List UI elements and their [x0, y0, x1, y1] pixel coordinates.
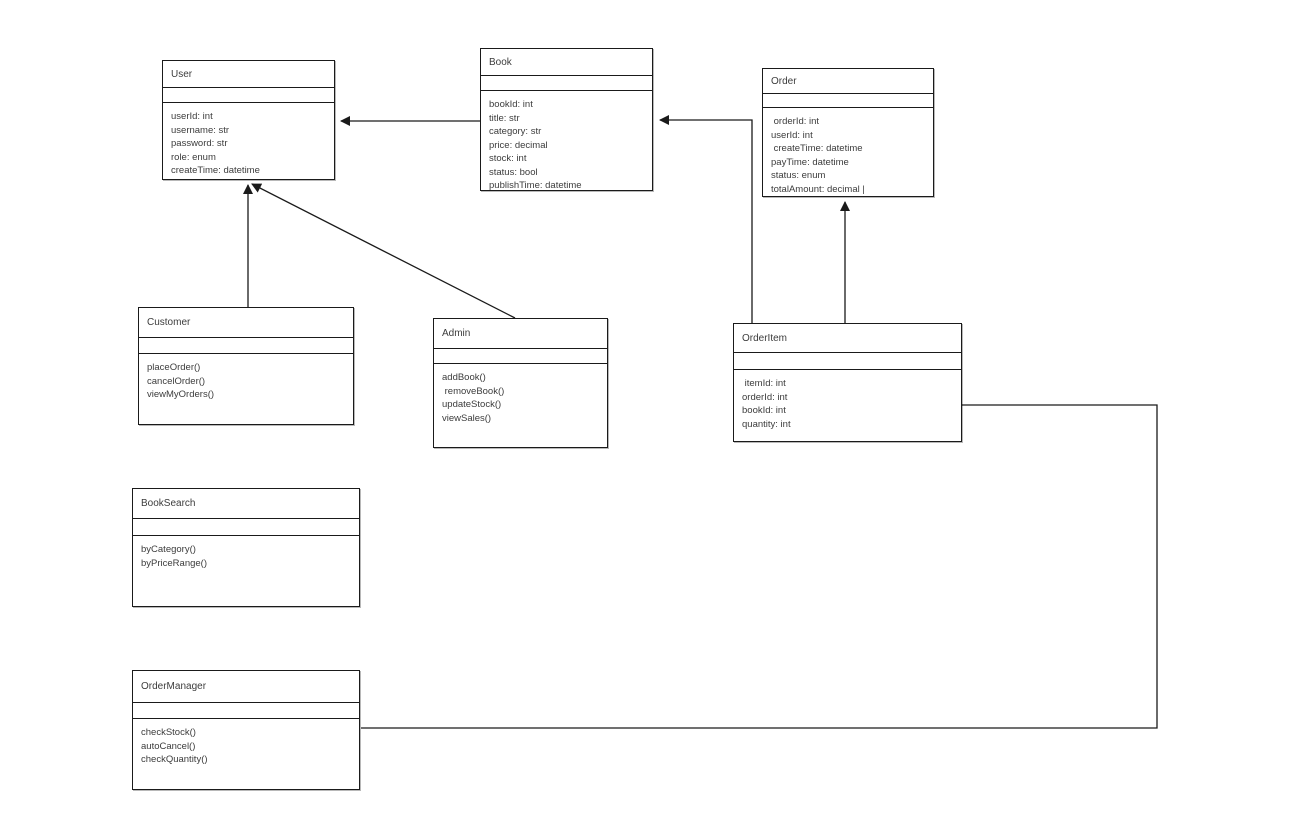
edge-orderitem-to-book[interactable]	[659, 115, 753, 323]
class-booksearch[interactable]: BookSearch byCategory() byPriceRange()	[132, 488, 360, 607]
class-orderitem-empty-compartment	[734, 353, 961, 370]
class-user[interactable]: User userId: int username: str password:…	[162, 60, 335, 180]
class-booksearch-empty-compartment	[133, 519, 359, 536]
class-book-name: Book	[481, 49, 652, 76]
class-book[interactable]: Book bookId: int title: str category: st…	[480, 48, 653, 191]
class-ordermanager-empty-compartment	[133, 703, 359, 719]
class-book-empty-compartment	[481, 76, 652, 91]
class-customer[interactable]: Customer placeOrder() cancelOrder() view…	[138, 307, 354, 425]
class-order-empty-compartment	[763, 94, 933, 108]
class-orderitem-members: itemId: int orderId: int bookId: int qua…	[742, 378, 791, 430]
class-order-name: Order	[763, 69, 933, 94]
class-orderitem-name: OrderItem	[734, 324, 961, 353]
class-order-members: orderId: int userId: int createTime: dat…	[771, 116, 865, 195]
class-ordermanager-name: OrderManager	[133, 671, 359, 703]
class-admin-members: addBook() removeBook() updateStock() vie…	[442, 372, 505, 424]
class-booksearch-name: BookSearch	[133, 489, 359, 519]
class-orderitem[interactable]: OrderItem itemId: int orderId: int bookI…	[733, 323, 962, 442]
class-customer-name: Customer	[139, 308, 353, 338]
class-customer-members: placeOrder() cancelOrder() viewMyOrders(…	[147, 362, 215, 400]
class-user-members: userId: int username: str password: str …	[171, 111, 260, 176]
class-ordermanager[interactable]: OrderManager checkStock() autoCancel() c…	[132, 670, 360, 790]
class-customer-empty-compartment	[139, 338, 353, 354]
class-admin-name: Admin	[434, 319, 607, 349]
class-user-name: User	[163, 61, 334, 88]
class-admin[interactable]: Admin addBook() removeBook() updateStock…	[433, 318, 608, 448]
edge-orderitem-to-ordermanager[interactable]	[361, 404, 1158, 729]
class-user-empty-compartment	[163, 88, 334, 103]
class-admin-empty-compartment	[434, 349, 607, 364]
class-ordermanager-members: checkStock() autoCancel() checkQuantity(…	[141, 727, 208, 765]
edge-admin-to-user[interactable]	[251, 183, 516, 319]
class-order[interactable]: Order orderId: int userId: int createTim…	[762, 68, 934, 197]
class-booksearch-members: byCategory() byPriceRange()	[141, 544, 207, 569]
class-book-members: bookId: int title: str category: str pri…	[489, 99, 582, 191]
